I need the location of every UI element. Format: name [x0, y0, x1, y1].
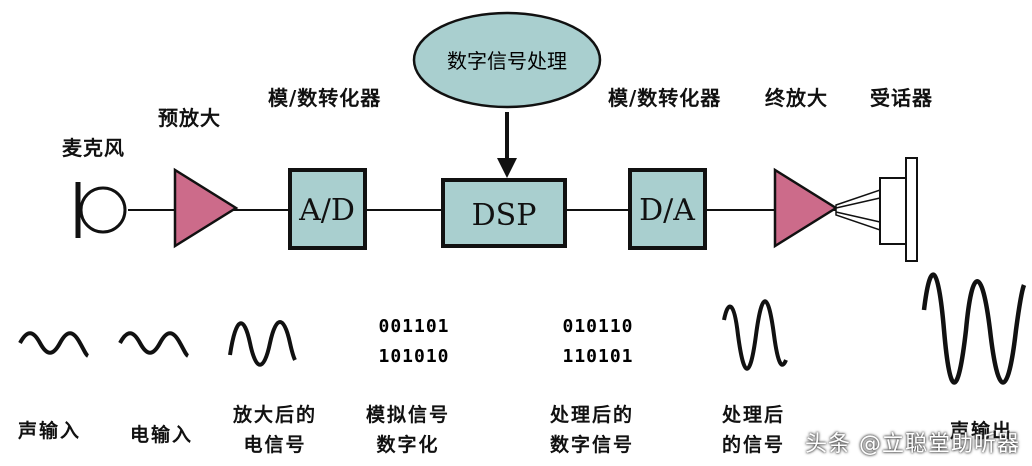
wave-sound-output — [921, 272, 1027, 385]
da-converter-label: 模/数转化器 — [608, 86, 722, 110]
caption-electric-input: 电输入 — [130, 420, 193, 450]
dsp-box-text: DSP — [472, 198, 537, 233]
caption-line: 电信号 — [243, 434, 307, 456]
caption-line: 处理后 — [722, 404, 786, 426]
caption-line: 电输入 — [130, 424, 194, 446]
bits-ad-1: 001101 — [378, 316, 449, 337]
wave-electric-input — [118, 331, 190, 358]
da-box — [628, 168, 707, 250]
caption-processed-signal: 处理后 的信号 — [722, 400, 785, 460]
arrow-down-icon — [497, 158, 517, 178]
caption-line: 声输出 — [950, 420, 1014, 442]
caption-line: 处理后的 — [550, 404, 635, 426]
microphone-icon — [75, 182, 127, 238]
preamp-triangle — [173, 167, 239, 249]
wave-processed — [722, 299, 788, 371]
dsp-box — [441, 178, 567, 248]
ad-box — [288, 168, 367, 250]
caption-processed-digital: 处理后的 数字信号 — [550, 400, 634, 460]
receiver-icon — [835, 157, 918, 262]
bits-ad-2: 101010 — [378, 346, 449, 367]
bits-da-1: 010110 — [562, 316, 633, 337]
wave-sound-input — [18, 331, 90, 358]
preamp-label: 预放大 — [158, 106, 221, 130]
dsp-cloud-text: 数字信号处理 — [447, 49, 567, 73]
caption-line: 模拟信号 — [366, 404, 451, 426]
receiver-label: 受话器 — [870, 86, 933, 110]
da-box-text: D/A — [639, 193, 695, 228]
caption-line: 的信号 — [722, 434, 786, 456]
caption-digitized: 模拟信号 数字化 — [366, 400, 450, 460]
bits-da-2: 110101 — [562, 346, 633, 367]
dsp-cloud — [412, 11, 602, 109]
caption-line: 声输入 — [18, 420, 82, 442]
caption-line: 放大后的 — [233, 404, 318, 426]
final-amp-label: 终放大 — [765, 86, 828, 110]
caption-amplified: 放大后的 电信号 — [233, 400, 317, 460]
microphone-label: 麦克风 — [62, 136, 125, 160]
caption-line: 数字信号 — [550, 434, 635, 456]
caption-sound-input: 声输入 — [18, 416, 81, 446]
caption-line: 数字化 — [376, 434, 440, 456]
caption-sound-output: 声输出 — [950, 416, 1013, 446]
watermark: 头条 @立聪堂助听器 — [805, 432, 1020, 457]
final-amp-triangle — [773, 167, 839, 249]
wave-amplified — [228, 320, 297, 367]
ad-converter-label: 模/数转化器 — [268, 86, 382, 110]
ad-box-text: A/D — [298, 193, 355, 228]
